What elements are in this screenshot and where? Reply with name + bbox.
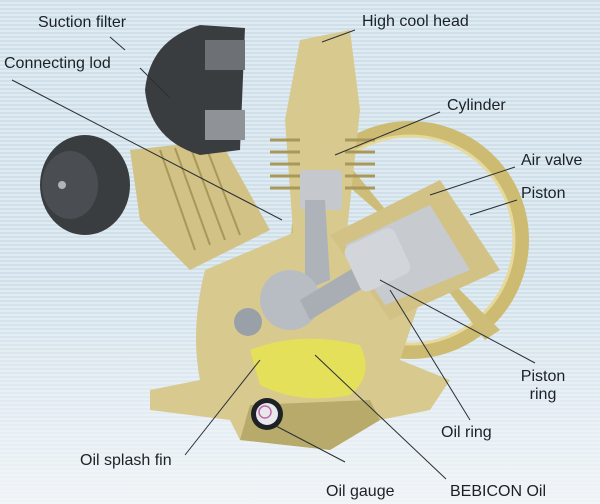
upper-cylinder-fins: [270, 138, 375, 190]
label-suction-filter: Suction filter: [38, 14, 127, 31]
suction-filter-left: [40, 135, 130, 235]
label-oil-splash-fin: Oil splash fin: [80, 452, 172, 469]
leader-lines: [11, 29, 536, 480]
piston-assembly: [234, 170, 411, 336]
label-cylinder: Cylinder: [447, 97, 506, 114]
left-cylinder: [130, 140, 270, 270]
label-oil-ring: Oil ring: [441, 424, 492, 441]
suction-filter-upper: [145, 25, 245, 155]
label-piston-ring-line1: Piston: [520, 368, 566, 385]
label-connecting-lod: Connecting lod: [4, 55, 111, 72]
label-piston: Piston: [521, 185, 566, 202]
label-air-valve: Air valve: [521, 152, 583, 169]
label-high-cool-head: High cool head: [362, 13, 469, 30]
label-bebicon-oil: BEBICON Oil: [450, 483, 547, 500]
label-piston-ring-line2: ring: [529, 386, 557, 403]
oil-pool: [250, 338, 366, 399]
label-oil-gauge: Oil gauge: [326, 483, 395, 500]
oil-gauge-window: [251, 398, 283, 430]
